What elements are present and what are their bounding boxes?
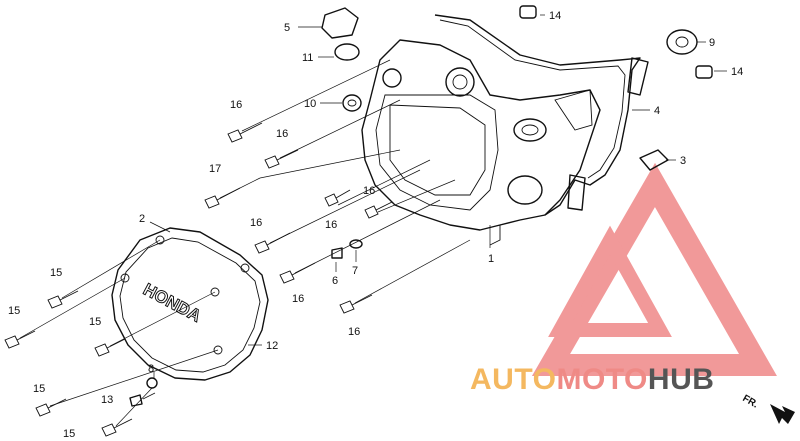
callout-1: 1 [488,253,494,265]
callout-17: 17 [209,163,221,175]
callout-16: 16 [230,99,242,111]
front-direction-arrow: FR. [741,393,795,424]
brand-wordmark: AUTOMOTOHUB [470,363,714,396]
callout-10: 10 [304,98,316,110]
bolts [4,122,393,437]
callout-13: 13 [101,394,113,406]
leader-lines [19,14,727,427]
brand-part-moto: MOTO [556,363,647,396]
callout-9: 9 [709,37,715,49]
callout-7: 7 [352,265,358,277]
callout-15: 15 [63,428,75,440]
callout-16: 16 [363,185,375,197]
watermark-logo [531,162,777,376]
brand-part-hub: HUB [648,363,715,396]
gasket [434,14,649,216]
callout-5: 5 [284,22,290,34]
callout-14: 14 [731,66,743,78]
callout-2: 2 [139,213,145,225]
callout-16: 16 [276,128,288,140]
brand-part-auto: AUTO [470,363,556,396]
callout-labels: 5 11 14 9 14 4 16 10 16 3 17 16 16 2 16 … [8,10,743,440]
crankcase-cover [361,39,601,246]
clutch-cover: HONDA [111,227,269,381]
callout-6: 6 [332,275,338,287]
callout-4: 4 [654,105,660,117]
callout-16: 16 [348,326,360,338]
arrow-icon [770,404,795,424]
callout-15: 15 [8,305,20,317]
callout-15: 15 [33,383,45,395]
callout-3: 3 [680,155,686,167]
svg-text:AUTOMOTOHUB: AUTOMOTOHUB [470,363,714,396]
callout-8: 8 [148,363,154,375]
small-parts [129,5,713,407]
callout-15: 15 [50,267,62,279]
callout-15: 15 [89,316,101,328]
direction-label: FR. [741,393,761,411]
callout-14: 14 [549,10,561,22]
callout-12: 12 [266,340,278,352]
callout-11: 11 [302,52,313,64]
callout-16: 16 [325,219,337,231]
callout-16: 16 [250,217,262,229]
callout-16: 16 [292,293,304,305]
